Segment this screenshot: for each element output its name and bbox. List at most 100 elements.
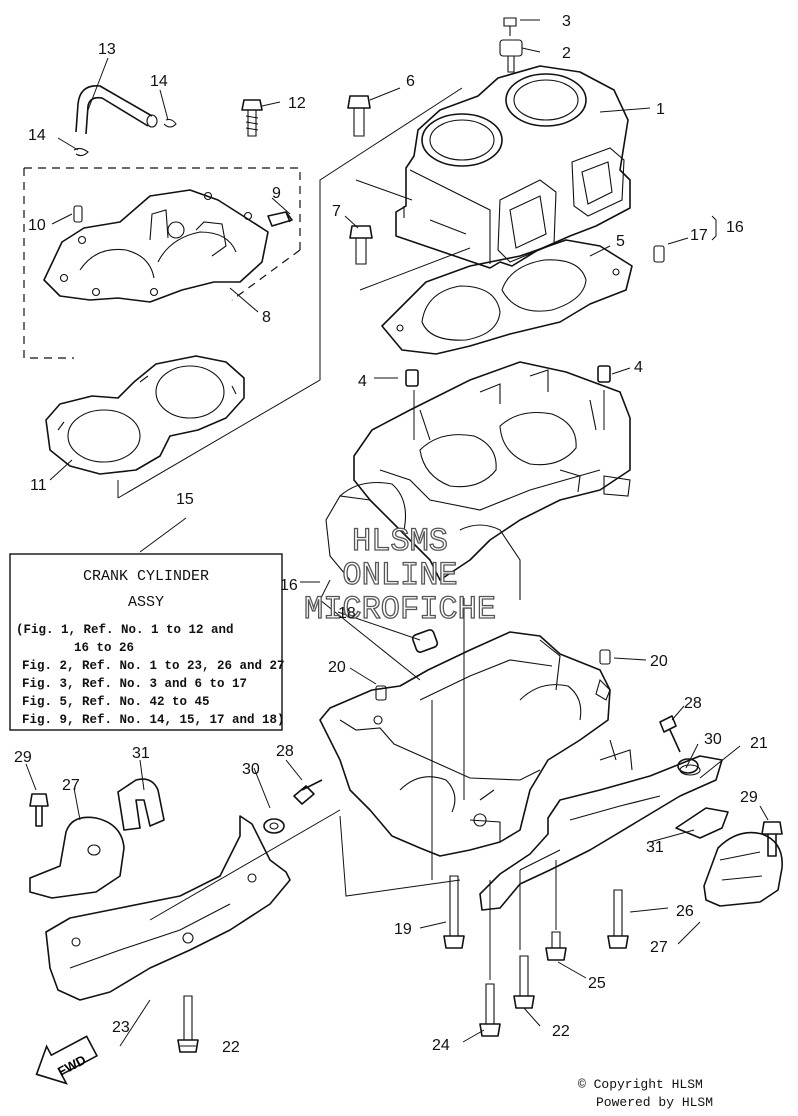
callout-7: 7 bbox=[332, 203, 341, 220]
callout-8: 8 bbox=[262, 309, 271, 326]
callout-1: 1 bbox=[656, 101, 665, 118]
callout-28a: 28 bbox=[276, 743, 294, 760]
screw-3 bbox=[503, 17, 517, 36]
hose-13 bbox=[73, 85, 177, 157]
gasket-5 bbox=[381, 239, 633, 355]
dowel-4b bbox=[597, 365, 611, 383]
callout-12: 12 bbox=[288, 95, 306, 112]
callout-25: 25 bbox=[588, 975, 606, 992]
bolt-22b bbox=[513, 955, 535, 1009]
seal-18 bbox=[411, 629, 439, 653]
crankcase-lower bbox=[319, 631, 611, 857]
callout-18: 18 bbox=[338, 605, 356, 622]
callout-13: 13 bbox=[98, 41, 116, 58]
callout-29b: 29 bbox=[740, 789, 758, 806]
callout-23: 23 bbox=[112, 1019, 130, 1036]
powered-by-text: Powered by HLSM bbox=[596, 1095, 713, 1110]
bolt-6 bbox=[347, 95, 371, 137]
callout-30a: 30 bbox=[242, 761, 260, 778]
bolt-7 bbox=[349, 225, 373, 265]
callout-26: 26 bbox=[676, 903, 694, 920]
callout-31a: 31 bbox=[132, 745, 150, 762]
dowel-20a bbox=[375, 685, 387, 701]
fitting-9 bbox=[267, 211, 293, 227]
callout-labels: 1 2 3 4 4 5 6 7 8 9 10 11 12 13 14 14 15… bbox=[14, 13, 768, 1056]
callout-24: 24 bbox=[432, 1037, 450, 1054]
callout-30b: 30 bbox=[704, 731, 722, 748]
crankcase-upper bbox=[325, 361, 631, 600]
engine-mount-27b bbox=[703, 831, 783, 907]
watermark-line-1: HLSMS bbox=[352, 523, 448, 560]
watermark: HLSMS ONLINE MICROFICHE bbox=[303, 522, 496, 628]
callout-22b: 22 bbox=[552, 1023, 570, 1040]
callout-4b: 4 bbox=[634, 359, 643, 376]
engine-mount-27a bbox=[29, 816, 125, 899]
bolt-29a bbox=[29, 793, 49, 827]
info-box-line-5: Fig. 5, Ref. No. 42 to 45 bbox=[22, 695, 210, 709]
info-box-line-6: Fig. 9, Ref. No. 14, 15, 17 and 18) bbox=[22, 713, 285, 727]
gasket-11 bbox=[45, 355, 245, 475]
bolt-29b bbox=[761, 821, 783, 857]
info-box: CRANK CYLINDER ASSY (Fig. 1, Ref. No. 1 … bbox=[9, 553, 285, 731]
callout-22a: 22 bbox=[222, 1039, 240, 1056]
dowel-20b bbox=[599, 649, 611, 665]
callout-21: 21 bbox=[750, 735, 768, 752]
info-box-title: CRANK CYLINDER bbox=[83, 568, 209, 585]
info-box-line-4: Fig. 3, Ref. No. 3 and 6 to 17 bbox=[22, 677, 247, 691]
fitting-2 bbox=[499, 39, 523, 57]
dowel-17 bbox=[653, 245, 665, 263]
callout-28b: 28 bbox=[684, 695, 702, 712]
callout-14a: 14 bbox=[150, 73, 168, 90]
bolt-12 bbox=[241, 99, 263, 137]
callout-20a: 20 bbox=[328, 659, 346, 676]
callout-14b: 14 bbox=[28, 127, 46, 144]
dowel-4a bbox=[405, 369, 419, 387]
copyright-text: © Copyright HLSM bbox=[578, 1077, 703, 1092]
callout-20b: 20 bbox=[650, 653, 668, 670]
bolt-22a bbox=[177, 995, 199, 1053]
callout-5: 5 bbox=[616, 233, 625, 250]
callout-16a: 16 bbox=[726, 219, 744, 236]
bolt-26 bbox=[607, 889, 629, 949]
bracket-21 bbox=[479, 739, 723, 911]
callout-4a: 4 bbox=[358, 373, 367, 390]
callout-29a: 29 bbox=[14, 749, 32, 766]
callout-6: 6 bbox=[406, 73, 415, 90]
watermark-line-3: MICROFICHE bbox=[304, 591, 496, 628]
callout-9: 9 bbox=[272, 185, 281, 202]
info-box-subtitle: ASSY bbox=[128, 594, 164, 611]
shim-31b bbox=[675, 807, 729, 839]
callout-2: 2 bbox=[562, 45, 571, 62]
callout-10: 10 bbox=[28, 217, 46, 234]
bolt-24 bbox=[479, 983, 501, 1037]
washer-30b bbox=[677, 758, 699, 774]
bolt-28b bbox=[659, 715, 681, 753]
callout-19: 19 bbox=[394, 921, 412, 938]
bracket-23 bbox=[45, 815, 291, 1001]
callout-27b: 27 bbox=[650, 939, 668, 956]
info-box-line-2: 16 to 26 bbox=[74, 641, 134, 655]
forward-arrow: FWD bbox=[35, 1035, 99, 1085]
callout-17: 17 bbox=[690, 227, 708, 244]
cylinder-1 bbox=[395, 39, 631, 269]
bolt-19 bbox=[443, 875, 465, 949]
callout-15: 15 bbox=[176, 491, 194, 508]
callout-16-bracket bbox=[711, 215, 717, 241]
shim-31a bbox=[117, 778, 165, 831]
pin-10 bbox=[73, 205, 83, 223]
info-box-line-1: (Fig. 1, Ref. No. 1 to 12 and bbox=[16, 623, 234, 637]
callout-27a: 27 bbox=[62, 777, 80, 794]
callout-31b: 31 bbox=[646, 839, 664, 856]
washer-30a bbox=[263, 818, 285, 834]
watermark-line-2: ONLINE bbox=[342, 557, 457, 594]
callout-16b: 16 bbox=[280, 577, 298, 594]
cover-8 bbox=[43, 189, 269, 303]
group-dashed-outline bbox=[23, 167, 301, 359]
callout-3: 3 bbox=[562, 13, 571, 30]
bolt-25 bbox=[545, 931, 567, 961]
callout-11: 11 bbox=[30, 477, 47, 494]
leader-lines bbox=[25, 19, 769, 1047]
info-box-line-3: Fig. 2, Ref. No. 1 to 23, 26 and 27 bbox=[22, 659, 285, 673]
bolt-28a bbox=[293, 779, 323, 805]
